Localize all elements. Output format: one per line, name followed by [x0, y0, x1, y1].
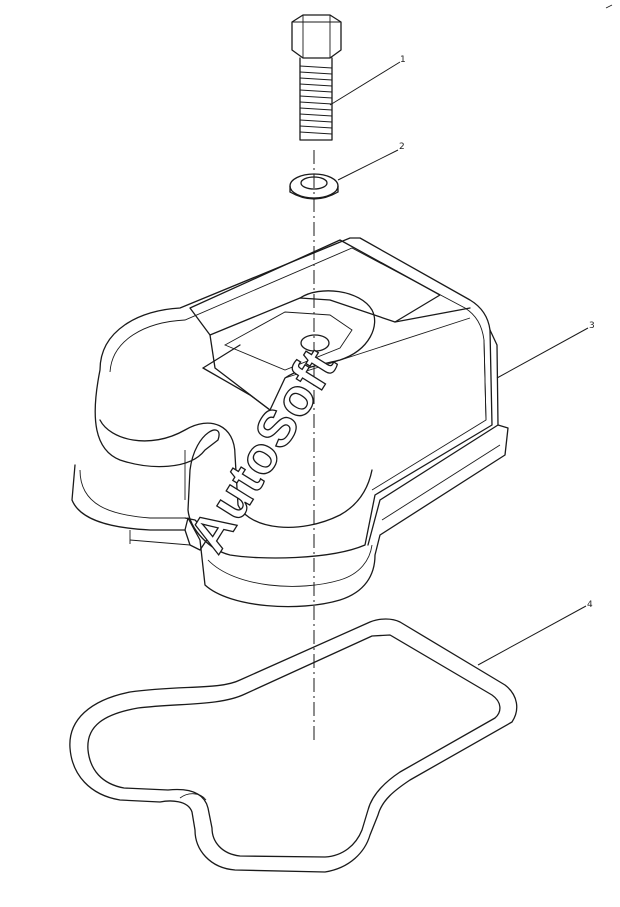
- callout-4: 4: [587, 600, 593, 610]
- leader-line-2: [337, 149, 399, 181]
- leader-line-3: [496, 327, 589, 379]
- bolt-part: [291, 14, 342, 141]
- leader-line-4: [477, 605, 587, 666]
- callout-3: 3: [589, 321, 595, 331]
- washer-part: [289, 173, 339, 200]
- leader-line-1: [329, 61, 401, 106]
- callout-1: 1: [400, 55, 406, 65]
- callout-2: 2: [399, 142, 405, 152]
- gasket-part: [69, 618, 518, 873]
- corner-mark: [605, 4, 613, 9]
- leader-lines: [329, 61, 589, 666]
- valve-cover-part: [71, 237, 509, 608]
